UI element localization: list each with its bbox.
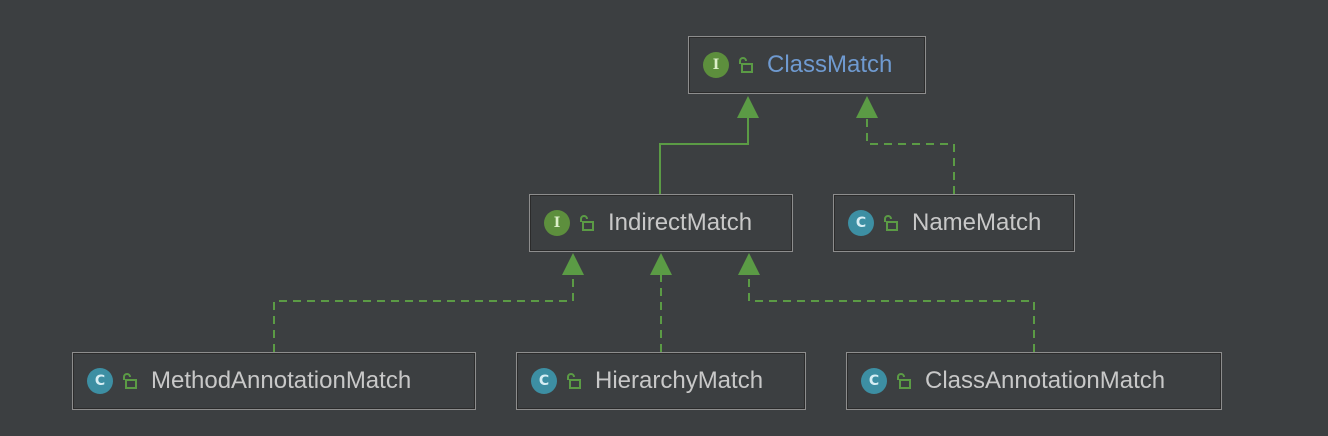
node-label: NameMatch — [912, 209, 1042, 236]
node-classmatch[interactable]: I ClassMatch — [688, 36, 926, 94]
node-label: ClassMatch — [767, 51, 893, 78]
unlocked-access-icon — [580, 215, 594, 231]
edge-namematch-classmatch — [866, 116, 955, 194]
class-icon: C — [531, 368, 557, 394]
node-indirectmatch[interactable]: I IndirectMatch — [529, 194, 793, 252]
arrowhead-indirectmatch-center — [650, 253, 672, 275]
edge-classannotationmatch-indirectmatch — [748, 274, 1035, 352]
arrowhead-classmatch-right — [856, 96, 878, 118]
arrowhead-indirectmatch-right — [738, 253, 760, 275]
node-label: HierarchyMatch — [595, 367, 764, 394]
node-label: ClassAnnotationMatch — [925, 367, 1166, 394]
edge-indirectmatch-classmatch — [659, 116, 749, 194]
unlocked-access-icon — [567, 373, 581, 389]
class-icon: C — [87, 368, 113, 394]
unlocked-access-icon — [123, 373, 137, 389]
node-label: MethodAnnotationMatch — [151, 367, 412, 394]
edge-methodannotationmatch-indirectmatch — [273, 274, 574, 352]
node-methodannotationmatch[interactable]: C MethodAnnotationMatch — [72, 352, 476, 410]
unlocked-access-icon — [884, 215, 898, 231]
arrowhead-classmatch-left — [737, 96, 759, 118]
class-icon: C — [848, 210, 874, 236]
node-hierarchymatch[interactable]: C HierarchyMatch — [516, 352, 806, 410]
unlocked-access-icon — [897, 373, 911, 389]
unlocked-access-icon — [739, 57, 753, 73]
node-label: IndirectMatch — [608, 209, 753, 236]
node-namematch[interactable]: C NameMatch — [833, 194, 1075, 252]
arrowhead-indirectmatch-left — [562, 253, 584, 275]
class-icon: C — [861, 368, 887, 394]
interface-icon: I — [703, 52, 729, 78]
node-classannotationmatch[interactable]: C ClassAnnotationMatch — [846, 352, 1222, 410]
interface-icon: I — [544, 210, 570, 236]
